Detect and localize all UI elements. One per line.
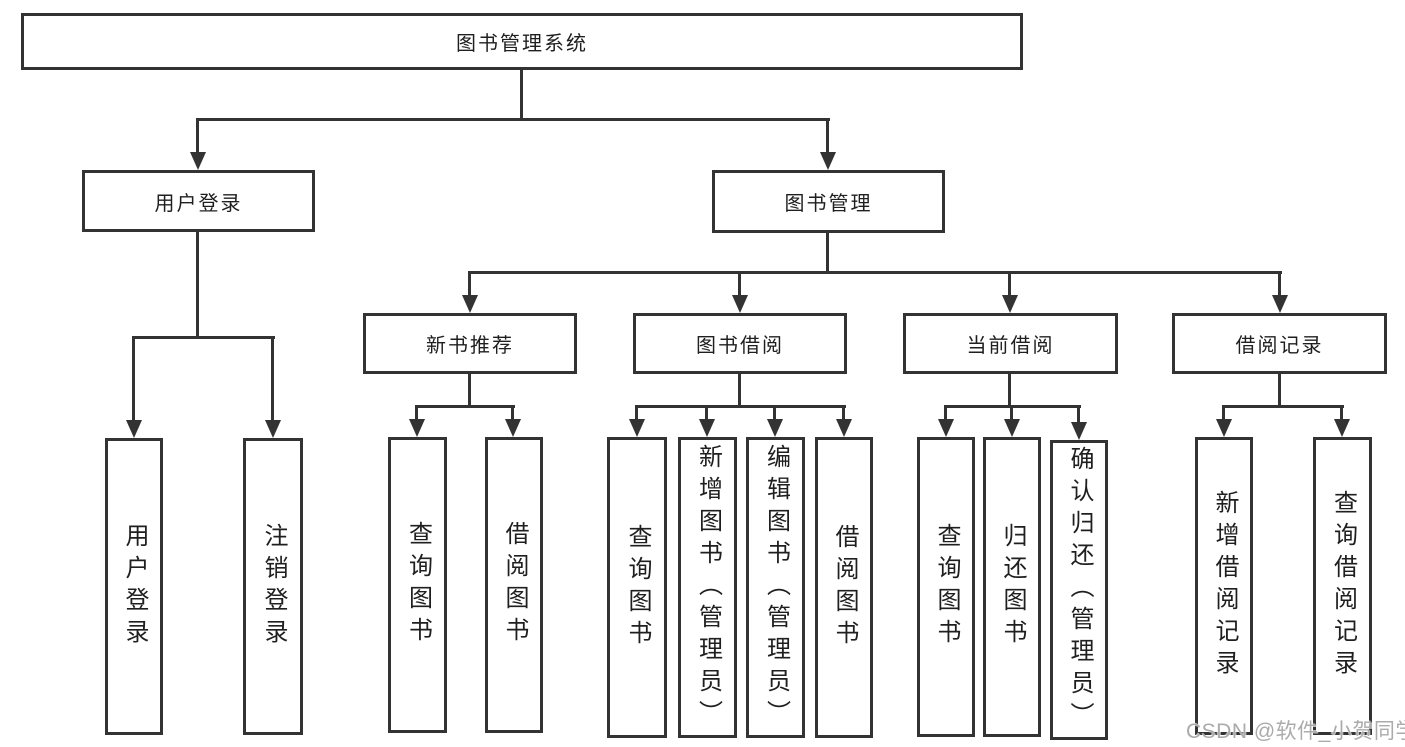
connector-vline: [705, 405, 708, 421]
connector-vline: [826, 233, 829, 274]
arrowhead-down: [505, 419, 521, 437]
connector-vline: [520, 70, 523, 118]
leaf-rec-query-record-label: 查询借阅记录: [1329, 490, 1357, 682]
leaf-rec-add-record-label: 新增借阅记录: [1211, 490, 1238, 682]
node-borrow-records-label: 借阅记录: [1235, 335, 1324, 357]
leaf-cb-return-books-label: 归还图书: [999, 523, 1026, 651]
arrowhead-down: [938, 419, 954, 437]
connector-vline: [1340, 405, 1343, 421]
arrowhead-down: [1071, 422, 1087, 440]
connector-vline: [773, 405, 776, 421]
leaf-user-login: 用户登录: [105, 438, 163, 735]
connector-vline: [1008, 271, 1011, 297]
leaf-bb-borrow-books: 借阅图书: [815, 437, 873, 738]
leaf-rec-add-record: 新增借阅记录: [1195, 437, 1253, 735]
leaf-nb-borrow-books: 借阅图书: [485, 437, 543, 733]
connector-vline: [1077, 405, 1080, 423]
connector-hline: [1222, 405, 1344, 408]
arrowhead-down: [1272, 295, 1288, 313]
arrowhead-down: [836, 419, 852, 437]
arrowhead-down: [1334, 419, 1350, 437]
arrowhead-down: [190, 152, 206, 170]
connector-vline: [196, 118, 199, 154]
node-user-login: 用户登录: [82, 170, 315, 232]
connector-vline: [271, 336, 274, 422]
arrowhead-down: [126, 420, 142, 438]
leaf-bb-add-books-admin-label: 新增图书（管理员）: [694, 443, 722, 732]
connector-vline: [415, 405, 418, 421]
connector-vline: [1278, 374, 1281, 408]
leaf-cb-confirm-return-admin-label: 确认归还（管理员）: [1066, 446, 1093, 734]
leaf-bb-edit-books-admin-label: 编辑图书（管理员）: [762, 443, 790, 732]
connector-vline: [468, 374, 471, 408]
leaf-rec-query-record: 查询借阅记录: [1313, 437, 1372, 735]
arrowhead-down: [699, 419, 715, 437]
leaf-logout-login-label: 注销登录: [260, 522, 287, 651]
leaf-bb-query-books-label: 查询图书: [624, 523, 651, 652]
arrowhead-down: [265, 420, 281, 438]
connector-vline: [738, 271, 741, 297]
node-borrow-records: 借阅记录: [1172, 313, 1387, 374]
node-root-label: 图书管理系统: [456, 33, 588, 55]
node-root: 图书管理系统: [21, 13, 1023, 70]
connector-hline: [196, 118, 830, 121]
connector-vline: [511, 405, 514, 421]
node-book-borrow-label: 图书借阅: [696, 335, 784, 357]
connector-vline: [1278, 271, 1281, 297]
leaf-bb-query-books: 查询图书: [607, 437, 667, 738]
leaf-nb-query-books: 查询图书: [388, 437, 447, 733]
arrowhead-down: [820, 152, 836, 170]
connector-vline: [1008, 374, 1011, 408]
connector-hline: [132, 336, 275, 339]
connector-vline: [842, 405, 845, 421]
leaf-cb-query-books: 查询图书: [917, 437, 975, 737]
leaf-nb-borrow-books-label: 借阅图书: [501, 521, 528, 649]
connector-hline: [415, 405, 515, 408]
leaf-logout-login: 注销登录: [243, 438, 303, 735]
arrowhead-down: [462, 295, 478, 313]
connector-vline: [196, 232, 199, 339]
leaf-nb-query-books-label: 查询图书: [404, 521, 432, 649]
connector-vline: [635, 405, 638, 421]
arrowhead-down: [629, 419, 645, 437]
node-current-borrow-label: 当前借阅: [966, 335, 1055, 357]
leaf-cb-return-books: 归还图书: [983, 437, 1041, 737]
connector-vline: [738, 374, 741, 408]
connector-hline: [468, 271, 1282, 274]
leaf-bb-edit-books-admin: 编辑图书（管理员）: [746, 437, 805, 738]
node-new-book-recommend: 新书推荐: [363, 313, 577, 374]
arrowhead-down: [1004, 419, 1020, 437]
leaf-cb-confirm-return-admin: 确认归还（管理员）: [1050, 440, 1108, 740]
arrowhead-down: [767, 419, 783, 437]
csdn-watermark: CSDN @软件_小贺同学: [1186, 720, 1405, 743]
node-book-management: 图书管理: [712, 170, 945, 233]
node-book-borrow: 图书借阅: [633, 313, 847, 374]
leaf-bb-borrow-books-label: 借阅图书: [831, 523, 858, 652]
connector-vline: [1010, 405, 1013, 421]
arrowhead-down: [1002, 295, 1018, 313]
connector-vline: [468, 271, 471, 297]
arrowhead-down: [732, 295, 748, 313]
connector-hline: [635, 405, 846, 408]
leaf-user-login-label: 用户登录: [121, 522, 148, 651]
node-book-management-label: 图书管理: [784, 193, 873, 215]
leaf-cb-query-books-label: 查询图书: [933, 523, 960, 651]
connector-vline: [826, 118, 829, 154]
node-current-borrow: 当前借阅: [903, 313, 1118, 374]
arrowhead-down: [1216, 419, 1232, 437]
connector-vline: [944, 405, 947, 421]
arrowhead-down: [409, 419, 425, 437]
node-user-login-label: 用户登录: [154, 192, 243, 215]
connector-vline: [132, 336, 135, 422]
leaf-bb-add-books-admin: 新增图书（管理员）: [678, 437, 737, 738]
node-new-book-recommend-label: 新书推荐: [426, 335, 514, 357]
connector-vline: [1222, 405, 1225, 421]
